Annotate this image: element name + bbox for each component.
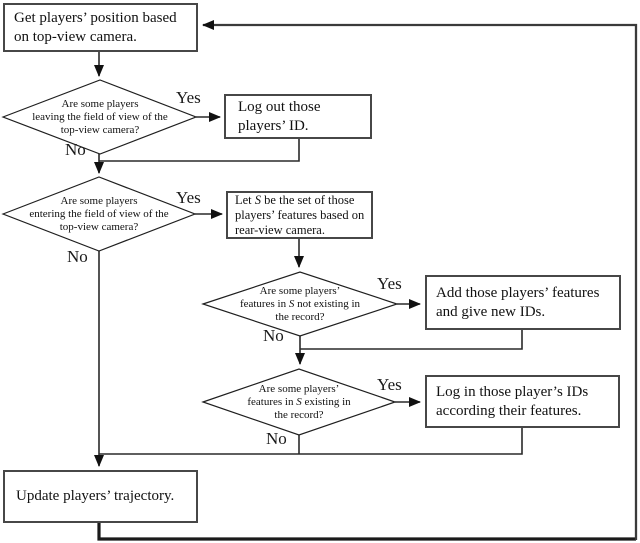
- logout-return-line: [99, 139, 300, 162]
- decision-existing-text: Are some players’features in S existing …: [247, 383, 351, 421]
- not-existing-no-label: No: [263, 326, 284, 345]
- decision-not-existing-shape: [201, 271, 399, 337]
- decision-leaving-shape: [1, 79, 198, 155]
- loop-bottom-line: [97, 522, 636, 541]
- entering-yes-label: Yes: [176, 188, 201, 207]
- login-return-line: [99, 428, 523, 455]
- loop-arrow-to-start: [202, 20, 638, 540]
- not-existing-yes-label: Yes: [377, 274, 402, 293]
- update-box: Update players’ trajectory.: [3, 470, 198, 523]
- entering-no-label: No: [67, 247, 88, 266]
- existing-yes-label: Yes: [377, 375, 402, 394]
- leaving-no-label: No: [65, 140, 86, 159]
- decision-not-existing-text: Are some players’features in S not exist…: [239, 285, 361, 323]
- existing-no-label: No: [266, 429, 287, 448]
- decision-entering-shape: [1, 176, 197, 252]
- add-return-line: [300, 330, 523, 350]
- leaving-yes-label: Yes: [176, 88, 201, 107]
- decision-existing-shape: [201, 368, 397, 436]
